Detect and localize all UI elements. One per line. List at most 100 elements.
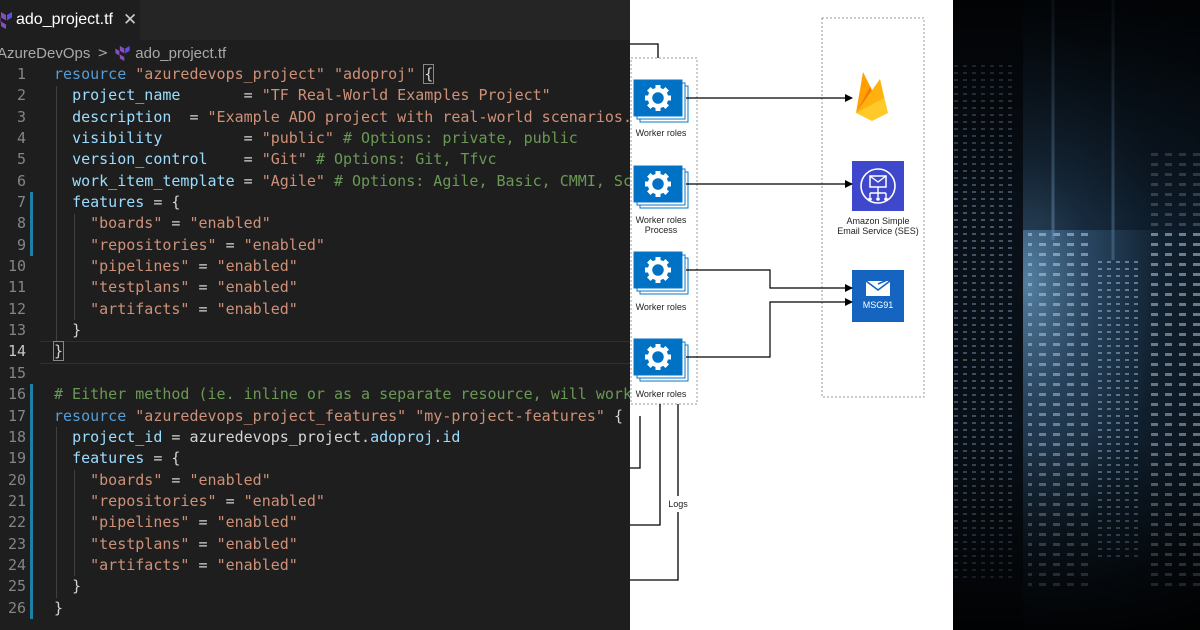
brace: { — [423, 64, 435, 84]
comment: # Options: private, public — [343, 129, 578, 148]
connector-arrow — [686, 298, 853, 358]
logs-label: Logs — [666, 499, 690, 509]
line-number: 24 — [7, 555, 26, 574]
resource-type: "azuredevops_project_features" — [135, 406, 407, 425]
breadcrumb-file[interactable]: ado_project.tf — [135, 44, 227, 62]
current-line-highlight — [40, 341, 630, 364]
worker-container — [630, 57, 698, 405]
brace: } — [72, 321, 82, 340]
code-line: 25 } — [0, 576, 630, 597]
worker-label: Worker roles — [635, 128, 687, 138]
map-key: "repositories" — [90, 235, 217, 254]
map-key: "pipelines" — [90, 513, 190, 532]
attribute-key: project_id — [72, 427, 163, 446]
terraform-icon — [0, 12, 12, 29]
brace: } — [72, 577, 82, 596]
attribute-key: features — [72, 193, 145, 212]
code-line: 2 project_name = "TF Real-World Examples… — [0, 85, 630, 106]
attribute-value: "Example ADO project with real-world sce… — [207, 107, 630, 126]
resource-type: "azuredevops_project" — [135, 65, 325, 83]
comment: # Either method (ie. inline or as a sepa… — [54, 385, 630, 404]
firebase-icon — [856, 72, 888, 121]
code-line: 20 "boards" = "enabled" — [0, 470, 630, 491]
line-number: 6 — [16, 171, 26, 190]
map-value: "enabled" — [216, 534, 298, 553]
attribute-key: project_name — [72, 86, 181, 105]
brace: { — [613, 406, 623, 425]
gutter-change-marker — [30, 384, 33, 619]
code-line: 21 "repositories" = "enabled" — [0, 491, 630, 512]
map-value: "enabled" — [216, 257, 298, 276]
map-value: "enabled" — [189, 214, 271, 233]
code-line: 11 "testplans" = "enabled" — [0, 277, 630, 298]
attribute-key: work_item_template — [72, 171, 235, 190]
worker-role-icon — [633, 165, 689, 209]
code-editor: ado_project.tf ✕ AzureDevOps > ado_proje… — [0, 0, 630, 619]
line-number: 21 — [7, 491, 26, 510]
resource-name: "adoproj" — [333, 65, 416, 83]
assign: = { — [144, 193, 181, 212]
code-line: 24 "artifacts" = "enabled" — [0, 555, 630, 576]
comment: # Options: Git, Tfvc — [315, 150, 497, 169]
code-line: 8 "boards" = "enabled" — [0, 213, 630, 234]
line-number: 11 — [7, 278, 26, 297]
code-line: 18 project_id = azuredevops_project.adop… — [0, 427, 630, 448]
code-line: 19 features = { — [0, 448, 630, 469]
tab-title: ado_project.tf — [16, 11, 113, 28]
code-line: 12 "artifacts" = "enabled" — [0, 299, 630, 320]
brace: } — [52, 341, 65, 362]
line-number: 3 — [16, 107, 26, 126]
worker-label: Worker roles — [635, 389, 687, 399]
diagram-canvas — [630, 17, 925, 581]
code-line: 4 visibility = "public" # Options: priva… — [0, 128, 630, 149]
line-number: 8 — [16, 214, 26, 233]
worker-label: Worker roles — [635, 302, 687, 312]
breadcrumb-folder[interactable]: AzureDevOps — [0, 44, 91, 62]
msg91-label: MSG91 — [862, 300, 894, 310]
map-key: "repositories" — [90, 491, 217, 510]
line-number: 14 — [7, 342, 26, 361]
line-number: 12 — [7, 299, 26, 318]
line-number: 23 — [7, 534, 26, 553]
map-key: "boards" — [90, 470, 163, 489]
reference: azuredevops_project. — [189, 427, 371, 446]
line-number: 4 — [16, 129, 26, 148]
tab-ado-project[interactable]: ado_project.tf ✕ — [0, 0, 140, 40]
line-number: 15 — [7, 363, 26, 382]
gutter-change-marker — [30, 192, 33, 256]
breadcrumb-separator: > — [97, 45, 109, 61]
assign: = — [162, 427, 190, 446]
close-icon[interactable]: ✕ — [122, 10, 138, 30]
reference-attr: id — [442, 427, 461, 446]
connector-line — [630, 416, 641, 469]
connector-line — [630, 404, 661, 526]
worker-label: Worker roles Process — [635, 215, 687, 235]
indent-guide — [56, 86, 57, 342]
line-number: 18 — [7, 427, 26, 446]
code-line: 13 } — [0, 320, 630, 341]
attribute-key: version_control — [72, 150, 208, 169]
line-number: 17 — [7, 406, 26, 425]
map-value: "enabled" — [216, 513, 298, 532]
map-key: "artifacts" — [90, 299, 190, 318]
line-number: 26 — [7, 598, 26, 617]
server-racks-image — [953, 0, 1200, 630]
attribute-value: "Agile" — [261, 171, 325, 190]
line-number: 1 — [16, 65, 26, 83]
line-number: 5 — [16, 150, 26, 169]
line-number: 16 — [7, 385, 26, 404]
worker-role-icon — [633, 79, 689, 123]
logs-connector — [630, 512, 679, 581]
line-number: 22 — [7, 513, 26, 532]
line-number: 13 — [7, 321, 26, 340]
map-value: "enabled" — [216, 278, 298, 297]
code-line: 10 "pipelines" = "enabled" — [0, 256, 630, 277]
attribute-key: visibility — [72, 129, 163, 148]
assign: = — [234, 171, 262, 190]
worker-role-icon — [633, 338, 689, 382]
connector-arrow — [686, 269, 853, 292]
resource-name: "my-project-features" — [415, 406, 605, 425]
assign: = { — [144, 449, 181, 468]
